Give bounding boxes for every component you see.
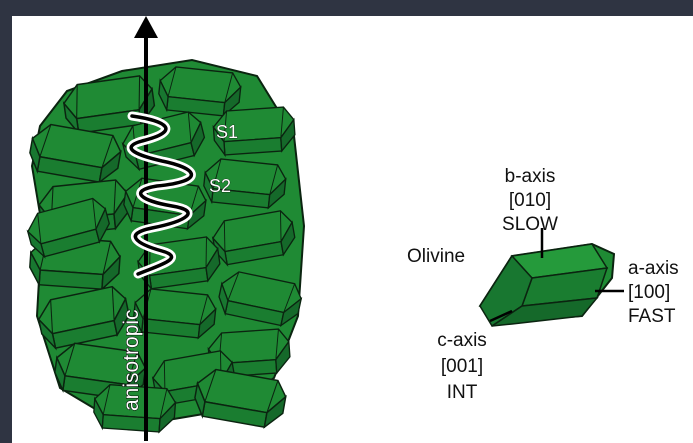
b-axis-name: b-axis <box>505 166 556 187</box>
c-axis-speed: INT <box>447 382 478 403</box>
aggregate-crystal <box>157 65 242 117</box>
b-axis-index: [010] <box>509 190 551 211</box>
anisotropic-label: anisotropic <box>120 309 143 411</box>
c-axis-name: c-axis <box>437 330 487 351</box>
olivine-aggregate <box>24 60 304 433</box>
olivine-crystal <box>480 228 624 326</box>
olivine-label: Olivine <box>407 246 465 267</box>
a-axis-name: a-axis <box>628 258 679 279</box>
a-axis-speed: FAST <box>628 306 676 327</box>
wave-label-s2: S2 <box>209 176 231 196</box>
a-axis-index: [100] <box>628 282 670 303</box>
wave-label-s1: S1 <box>216 122 238 142</box>
c-axis-index: [001] <box>441 356 483 377</box>
arrow-head-icon <box>134 16 158 38</box>
olivine-anisotropy-diagram: S1 S2 anisotropic Olivine b-axis [010] S… <box>12 16 693 443</box>
c-axis-labels: c-axis [001] INT <box>437 330 487 403</box>
diagram-panel: S1 S2 anisotropic Olivine b-axis [010] S… <box>12 16 693 443</box>
b-axis-speed: SLOW <box>502 214 558 235</box>
a-axis-labels: a-axis [100] FAST <box>628 258 679 327</box>
b-axis-labels: b-axis [010] SLOW <box>502 166 558 235</box>
